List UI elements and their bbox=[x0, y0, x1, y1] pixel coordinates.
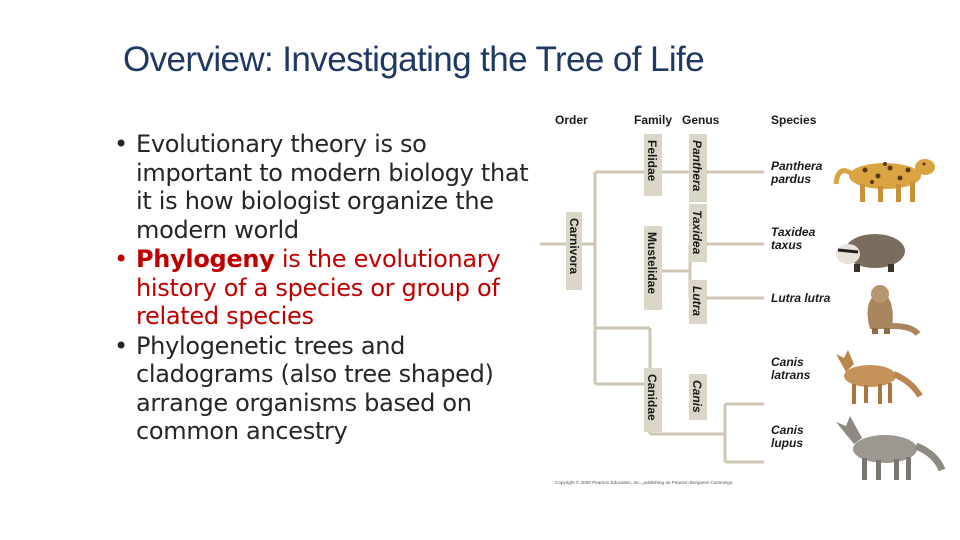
header-genus: Genus bbox=[682, 113, 720, 127]
page-title: Overview: Investigating the Tree of Life bbox=[123, 40, 705, 79]
bullet-list: • Evolutionary theory is so important to… bbox=[114, 130, 534, 447]
badger-icon bbox=[836, 234, 905, 272]
family-label-box bbox=[644, 368, 662, 432]
genus-label-canis: Canis bbox=[690, 380, 704, 413]
bullet-item: • Evolutionary theory is so important to… bbox=[114, 130, 534, 244]
species-label-line2: pardus bbox=[770, 172, 811, 186]
header-family: Family bbox=[634, 113, 672, 127]
species-label-line2: taxus bbox=[771, 238, 803, 252]
taxonomy-tree-diagram: Order Family Genus Species Carnivora Fel… bbox=[540, 113, 946, 485]
order-label-box bbox=[566, 212, 582, 290]
genus-label-box bbox=[689, 374, 707, 420]
coyote-icon bbox=[836, 350, 923, 404]
order-label: Carnivora bbox=[567, 218, 581, 274]
genus-label-taxidea: Taxidea bbox=[690, 210, 704, 255]
species-label-line1: Panthera bbox=[771, 159, 823, 173]
leopard-icon bbox=[833, 159, 935, 202]
bullet-text: Phylogenetic trees and cladograms (also … bbox=[136, 331, 494, 446]
bullet-item: • Phylogeny is the evolutionary history … bbox=[114, 245, 534, 331]
bullet-dot-icon: • bbox=[114, 245, 128, 273]
copyright-text: Copyright © 2008 Pearson Education, Inc.… bbox=[555, 479, 734, 485]
family-label-box bbox=[644, 226, 662, 310]
family-label-box bbox=[644, 134, 662, 196]
bullet-item: • Phylogenetic trees and cladograms (als… bbox=[114, 332, 534, 446]
species-label-line2: lupus bbox=[771, 436, 803, 450]
tree-branches bbox=[540, 170, 764, 464]
species-label-line2: latrans bbox=[771, 368, 811, 382]
bullet-text: is the evolutionary history of a species… bbox=[136, 245, 501, 330]
genus-label-box bbox=[689, 204, 707, 262]
otter-icon bbox=[867, 285, 921, 337]
family-label-mustelidae: Mustelidae bbox=[645, 232, 659, 294]
species-label-line1: Canis bbox=[771, 355, 804, 369]
genus-label-box bbox=[689, 280, 707, 324]
genus-label-box bbox=[689, 134, 707, 202]
bullet-dot-icon: • bbox=[114, 130, 128, 158]
bullet-dot-icon: • bbox=[114, 331, 128, 360]
genus-label-lutra: Lutra bbox=[690, 286, 704, 316]
header-species: Species bbox=[771, 113, 817, 127]
family-label-felidae: Felidae bbox=[645, 140, 659, 182]
genus-label-panthera: Panthera bbox=[690, 140, 704, 192]
header-order: Order bbox=[555, 113, 588, 127]
family-label-canidae: Canidae bbox=[645, 374, 659, 421]
wolf-icon bbox=[836, 416, 946, 480]
bullet-text: Evolutionary theory is so important to m… bbox=[136, 130, 529, 244]
species-label-line1: Taxidea bbox=[771, 225, 816, 239]
bullet-term: Phylogeny bbox=[136, 245, 275, 273]
species-label-line1: Canis bbox=[771, 423, 804, 437]
species-label-line1: Lutra lutra bbox=[771, 291, 831, 305]
